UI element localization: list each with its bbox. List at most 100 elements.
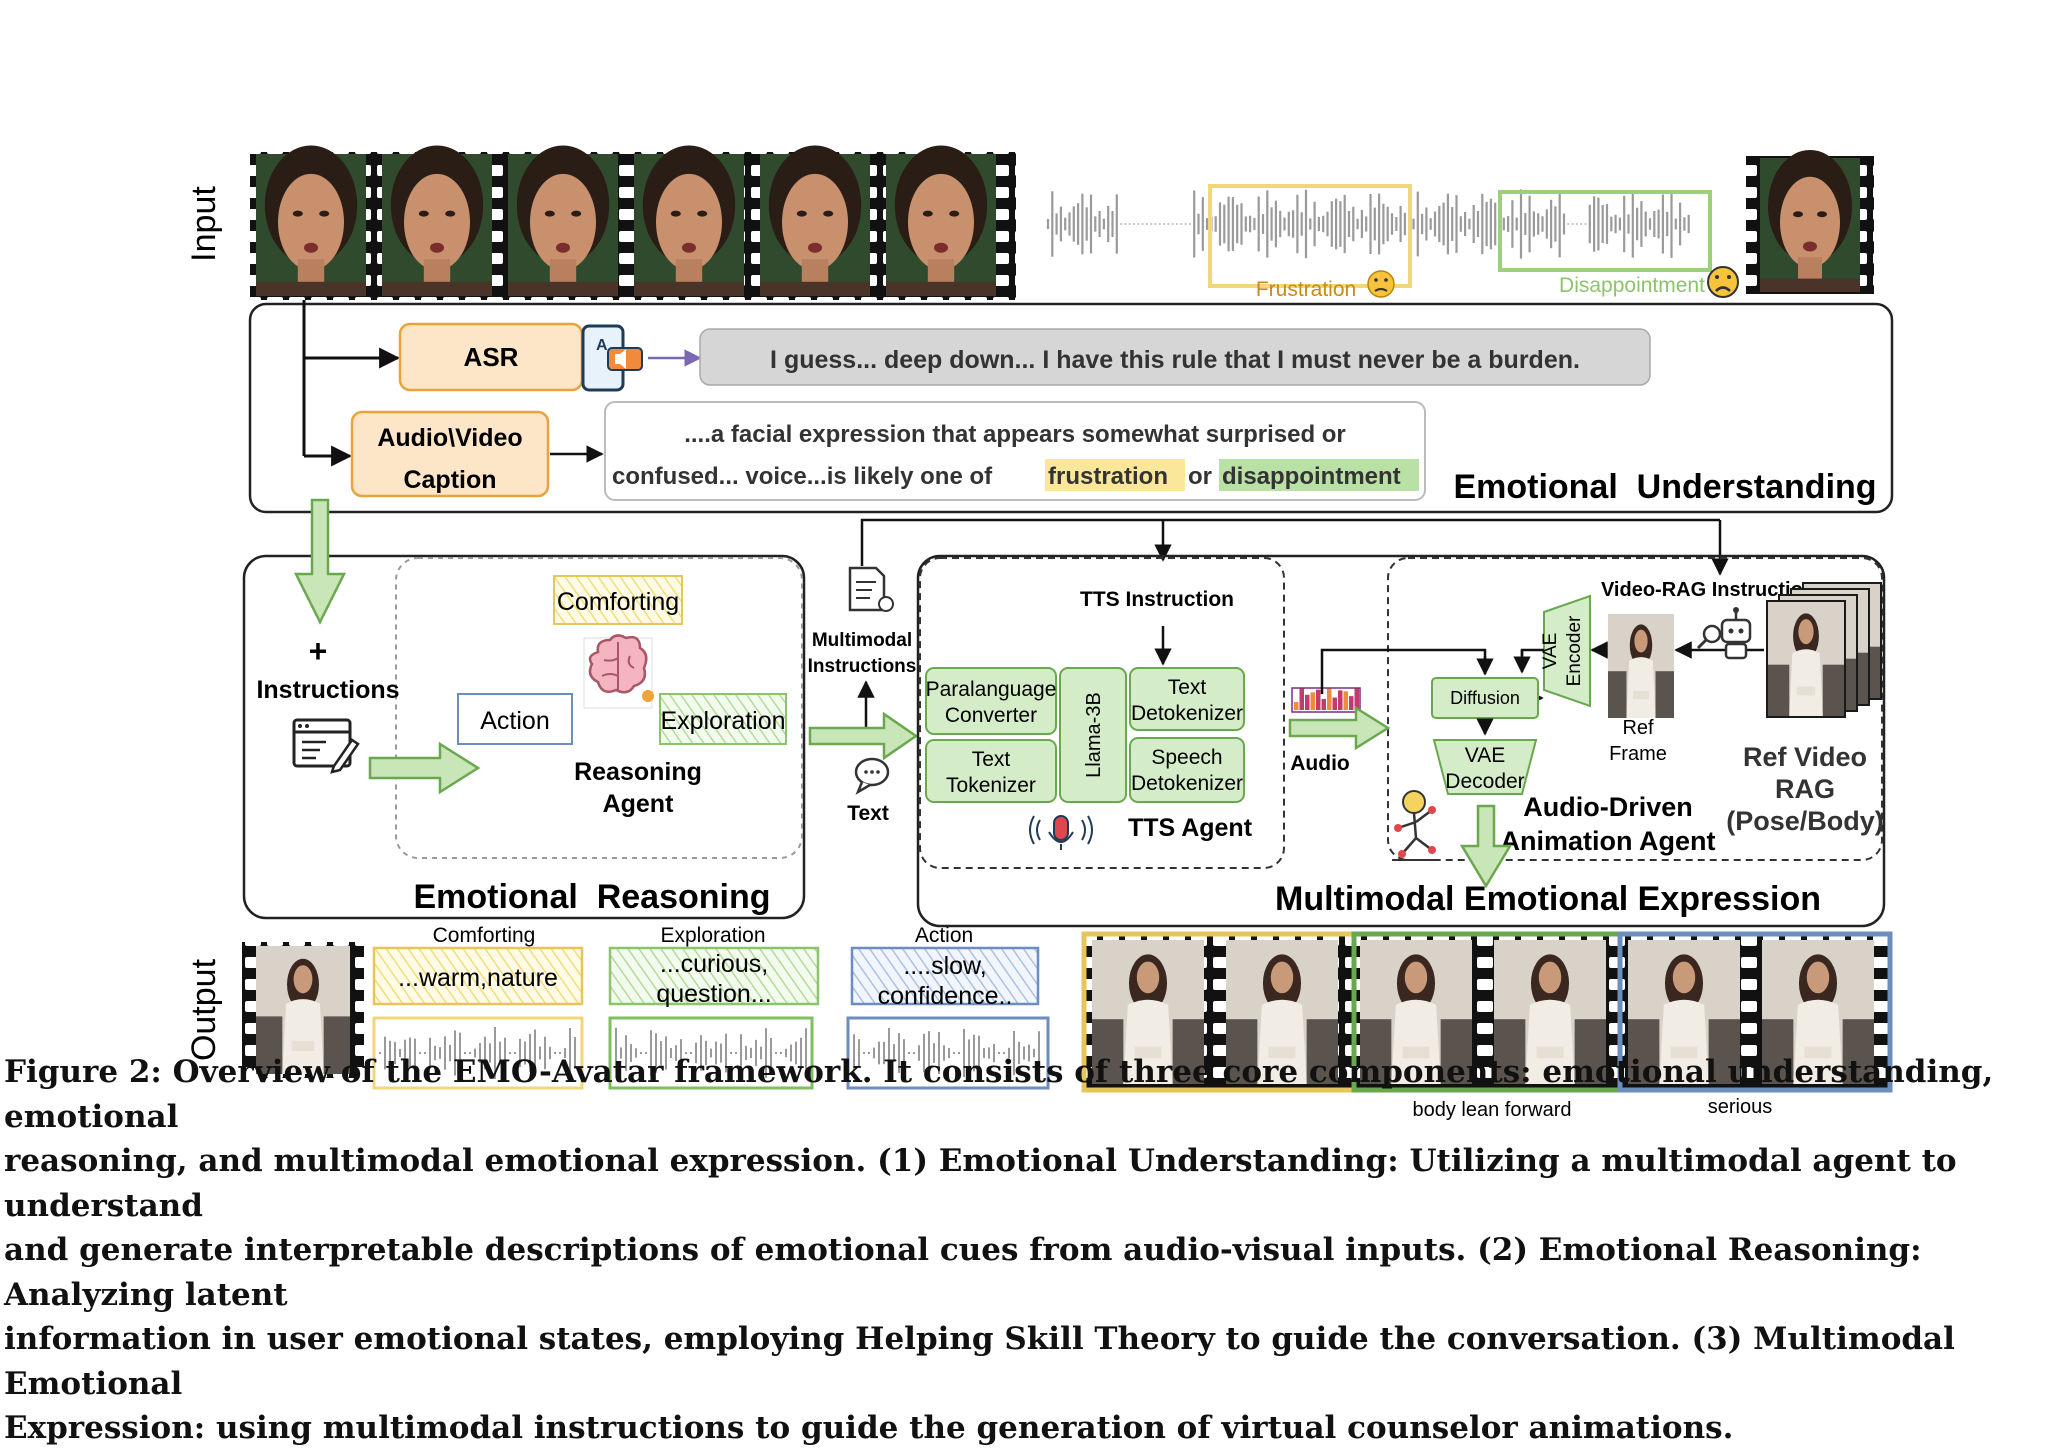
action-chip xyxy=(457,693,573,745)
framework-diagram: Input Frustration Disappointment ASR A I… xyxy=(185,145,1894,1121)
video-frame xyxy=(1608,614,1674,718)
reasoning-agent-label-1: Reasoning xyxy=(574,758,702,786)
emotional-understanding-panel xyxy=(248,302,1894,514)
text-tokenizer-label-2: Tokenizer xyxy=(946,774,1036,797)
text-label: Text xyxy=(847,802,889,825)
text-detokenizer-label-1: Text xyxy=(1168,676,1207,699)
caption-line: Expression: using multimodal instruction… xyxy=(4,1410,1734,1446)
caption-text-line2-prefix: confused... voice...is likely one of xyxy=(612,463,993,490)
caption-disappointment: disappointment xyxy=(1222,463,1401,490)
caption-line: and generate interpretable descriptions … xyxy=(4,1232,1922,1313)
text-detokenizer-label-2: Detokenizer xyxy=(1131,702,1243,725)
ref-frame-label-2: Frame xyxy=(1609,743,1667,765)
out-exploration-waveform xyxy=(615,1027,807,1079)
animation-agent-title-1: Audio-Driven xyxy=(1523,792,1693,822)
ref-video-label-2: RAG xyxy=(1775,774,1835,804)
multimodal-expression-panel xyxy=(916,554,1886,928)
out-exploration-chip xyxy=(608,946,820,1006)
reasoning-to-expression-arrow xyxy=(808,711,919,761)
tts-to-animation-arrow xyxy=(1288,705,1391,751)
out-exploration-label: Exploration xyxy=(660,924,765,947)
out-action-wave-box xyxy=(846,1016,1050,1090)
robot-search-icon xyxy=(1696,607,1752,660)
vae-decoder-box xyxy=(1432,739,1538,795)
emotional-reasoning-title: Emotional Reasoning xyxy=(413,878,770,916)
speech-detokenizer-label-1: Speech xyxy=(1151,746,1222,769)
av-caption-box xyxy=(350,410,550,498)
multimodal-instructions-label-2: Instructions xyxy=(808,656,917,677)
understanding-to-reasoning-arrow xyxy=(293,498,347,625)
vae-encoder-label-1: VAE xyxy=(1540,633,1561,670)
figure-caption: Figure 2: Overview of the EMO-Avatar fra… xyxy=(4,1050,2054,1451)
emotional-reasoning-panel xyxy=(242,554,806,920)
multimodal-instructions-label-1: Multimodal xyxy=(812,630,912,651)
video-frame xyxy=(382,145,492,296)
caption-line: Figure 2: Overview of the EMO-Avatar fra… xyxy=(4,1054,1994,1135)
instructions-distribution-line xyxy=(860,518,1720,566)
input-ref-video-strip xyxy=(1746,149,1874,294)
microphone-icon xyxy=(1029,815,1093,850)
asr-transcript-pill xyxy=(699,328,1651,386)
diffusion-box xyxy=(1431,677,1539,719)
frustration-label: Frustration xyxy=(1256,278,1356,301)
vae-encoder-box xyxy=(1543,594,1591,708)
chat-icon xyxy=(854,757,890,795)
caption-or: or xyxy=(1188,463,1212,490)
comforting-label: Comforting xyxy=(557,588,679,616)
out-comforting-label: Comforting xyxy=(433,924,536,947)
out-comforting-chip xyxy=(372,946,584,1006)
paralanguage-converter-box xyxy=(925,667,1057,735)
vae-decoder-label-2: Decoder xyxy=(1445,770,1524,793)
comforting-chip xyxy=(553,575,683,625)
reasoning-agent-label-2: Agent xyxy=(603,790,675,818)
caption-text-line1: ....a facial expression that appears som… xyxy=(684,421,1346,448)
plus-sign: + xyxy=(309,633,328,669)
video-frame xyxy=(886,145,996,296)
video-frame xyxy=(634,145,744,296)
frustrated-face-icon xyxy=(1367,270,1395,298)
ref-video-label-1: Ref Video xyxy=(1743,742,1867,772)
instructions-label: Instructions xyxy=(256,676,399,704)
output-avatar-strip xyxy=(242,942,364,1078)
diffusion-label: Diffusion xyxy=(1450,688,1520,708)
input-label: Input xyxy=(185,186,223,262)
video-frame xyxy=(256,946,350,1074)
speech-detokenizer-box xyxy=(1129,737,1245,803)
exploration-chip xyxy=(659,693,787,745)
speech-to-text-icon: A xyxy=(581,324,643,392)
out-exploration-text-2: question... xyxy=(656,980,771,1008)
emotional-understanding-title: Emotional Understanding xyxy=(1453,468,1876,506)
vae-encoder-label-2: Encoder xyxy=(1564,615,1585,686)
vae-decoder-label-1: VAE xyxy=(1465,744,1505,767)
action-label: Action xyxy=(480,707,549,735)
expression-to-output-arrow xyxy=(1459,804,1513,889)
asr-transcript-text: I guess... deep down... I have this rule… xyxy=(770,346,1580,374)
video-frame xyxy=(508,145,618,296)
input-waveform xyxy=(1046,189,1690,259)
out-action-label: Action xyxy=(915,924,973,947)
sad-face-icon xyxy=(1707,266,1739,298)
text-tokenizer-label-1: Text xyxy=(972,748,1011,771)
video-frame xyxy=(1628,940,1740,1084)
out-comforting-waveform xyxy=(379,1027,576,1079)
animation-agent-panel xyxy=(1387,557,1883,861)
frustration-highlight xyxy=(1045,459,1185,491)
av-caption-label-2: Caption xyxy=(403,466,496,494)
instructions-to-agent-arrow xyxy=(368,741,481,795)
multimodal-instructions-icon xyxy=(848,566,894,612)
ref-video-label-3: (Pose/Body) xyxy=(1726,806,1884,836)
out-exploration-text-1: ...curious, xyxy=(660,950,768,978)
paralanguage-label-2: Converter xyxy=(945,704,1037,727)
video-frame xyxy=(1760,149,1860,292)
tts-agent-title: TTS Agent xyxy=(1128,814,1253,842)
video-rag-instruction-label: Video-RAG Instruction xyxy=(1601,579,1815,601)
out-action-waveform xyxy=(853,1027,1040,1079)
svg-text:A: A xyxy=(596,337,608,354)
paralanguage-label-1: Paralanguage xyxy=(926,678,1057,701)
video-frame xyxy=(1762,940,1874,1084)
brain-icon xyxy=(583,634,654,709)
ref-frame-image xyxy=(1608,614,1674,718)
out-action-text-1: ....slow, xyxy=(903,952,986,980)
asr-label: ASR xyxy=(464,342,519,372)
out-comforting-text: ...warm,nature xyxy=(398,964,558,992)
